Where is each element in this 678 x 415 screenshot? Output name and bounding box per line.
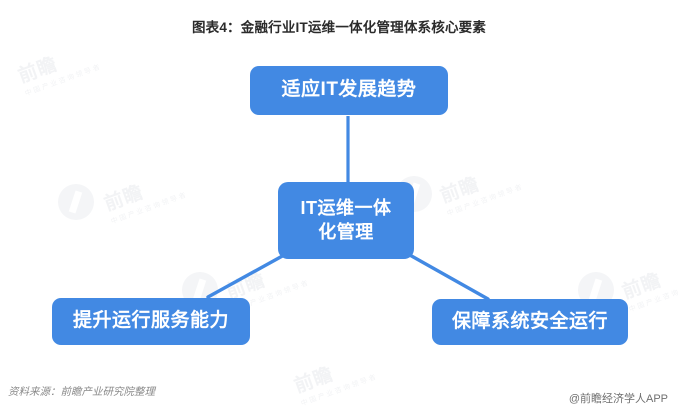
chart-title: 图表4：金融行业IT运维一体化管理体系核心要素 [191, 20, 487, 35]
edge-center-to-bottom-left [206, 252, 288, 299]
node-center-line-2: 化管理 [318, 221, 374, 242]
node-improve-service-capability-label: 提升运行服务能力 [72, 310, 229, 332]
node-adapt-it-trends[interactable]: 适应IT发展趋势 [250, 66, 448, 115]
node-it-ops-integrated-management-label: IT运维一体 化管理 [301, 197, 392, 243]
node-ensure-system-security-label: 保障系统安全运行 [451, 310, 608, 332]
node-adapt-it-trends-label: 适应IT发展趋势 [281, 79, 417, 101]
node-improve-service-capability[interactable]: 提升运行服务能力 [52, 298, 250, 345]
node-ensure-system-security[interactable]: 保障系统安全运行 [432, 299, 628, 345]
node-it-ops-integrated-management[interactable]: IT运维一体 化管理 [278, 182, 414, 259]
edge-center-to-bottom-right [406, 252, 490, 301]
attribution-note: @前瞻经济学人APP [568, 393, 668, 405]
node-center-line-1: IT运维一体 [300, 198, 392, 219]
source-note: 资料来源：前瞻产业研究院整理 [8, 386, 155, 398]
